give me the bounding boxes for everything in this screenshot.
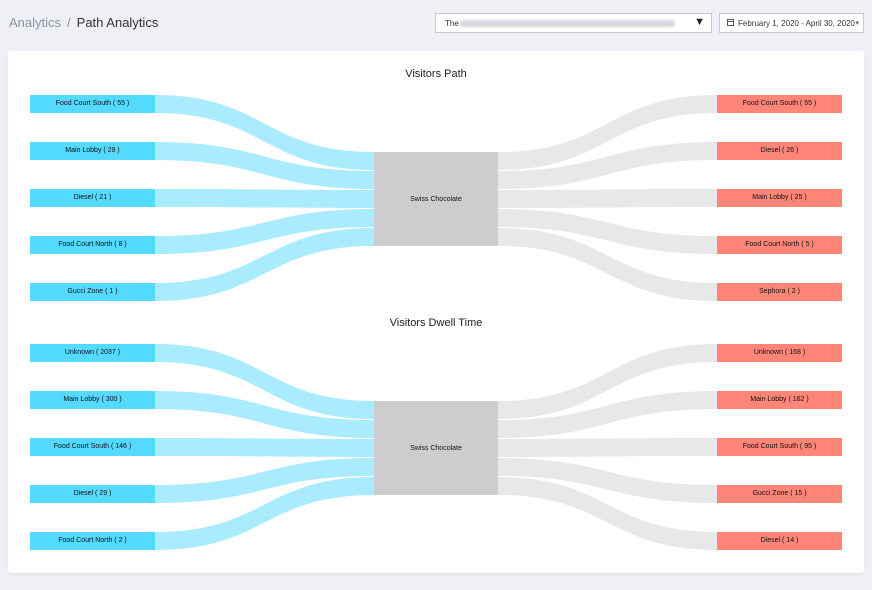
path-analytics-card: Visitors Path Swiss Chocolate Food Court…	[8, 51, 864, 573]
source-link	[155, 228, 374, 301]
path-source-node[interactable]: Main Lobby ( 29 )	[30, 142, 155, 160]
source-link	[155, 477, 374, 550]
target-link	[498, 95, 717, 170]
path-target-node[interactable]: Food Court South ( 55 )	[717, 95, 842, 113]
target-link	[498, 344, 717, 419]
sankey-links	[155, 95, 717, 550]
visitors-path-title: Visitors Path	[405, 68, 467, 80]
target-link	[498, 142, 717, 189]
target-link	[498, 189, 717, 208]
date-range-picker[interactable]: February 1, 2020 - April 30, 2020 ▾	[719, 13, 864, 33]
center-node-label: Swiss Chocolate	[410, 444, 462, 452]
dwell-target-node[interactable]: Gucci Zone ( 15 )	[717, 485, 842, 503]
dwell-source-node[interactable]: Main Lobby ( 300 )	[30, 391, 155, 409]
center-node-label: Swiss Chocolate	[410, 195, 462, 203]
target-link	[498, 438, 717, 457]
dwell-target-node[interactable]: Food Court South ( 95 )	[717, 438, 842, 456]
location-select-prefix: The	[445, 19, 459, 28]
target-link	[498, 477, 717, 550]
path-target-node[interactable]: Diesel ( 26 )	[717, 142, 842, 160]
target-link	[498, 391, 717, 438]
dwell-source-node[interactable]: Unknown ( 2037 )	[30, 344, 155, 362]
target-link	[498, 209, 717, 254]
breadcrumb: Analytics / Path Analytics	[9, 15, 158, 30]
source-link	[155, 95, 374, 170]
source-link	[155, 189, 374, 208]
source-link	[155, 458, 374, 503]
dwell-target-node[interactable]: Diesel ( 14 )	[717, 532, 842, 550]
breadcrumb-separator: /	[67, 15, 71, 30]
path-source-node[interactable]: Food Court South ( 55 )	[30, 95, 155, 113]
path-target-node[interactable]: Sephora ( 2 )	[717, 283, 842, 301]
dwell-source-node[interactable]: Food Court North ( 2 )	[30, 532, 155, 550]
source-link	[155, 391, 374, 438]
visitors-path-center-node[interactable]: Swiss Chocolate	[374, 152, 498, 246]
path-source-node[interactable]: Diesel ( 21 )	[30, 189, 155, 207]
dwell-time-title: Visitors Dwell Time	[389, 317, 483, 329]
page-title: Path Analytics	[76, 15, 159, 30]
breadcrumb-analytics-link[interactable]: Analytics	[9, 15, 62, 30]
source-link	[155, 438, 374, 457]
path-source-node[interactable]: Gucci Zone ( 1 )	[30, 283, 155, 301]
dwell-target-node[interactable]: Main Lobby ( 162 )	[717, 391, 842, 409]
target-link	[498, 458, 717, 503]
dwell-source-node[interactable]: Food Court South ( 146 )	[30, 438, 155, 456]
caret-down-icon: ▾	[855, 20, 859, 27]
date-range-label: February 1, 2020 - April 30, 2020	[738, 19, 855, 28]
path-source-node[interactable]: Food Court North ( 8 )	[30, 236, 155, 254]
location-path-redacted	[460, 20, 675, 27]
dwell-source-node[interactable]: Diesel ( 29 )	[30, 485, 155, 503]
target-link	[498, 228, 717, 301]
dwell-target-node[interactable]: Unknown ( 168 )	[717, 344, 842, 362]
location-select[interactable]: The ▼	[435, 13, 712, 33]
dwell-time-center-node[interactable]: Swiss Chocolate	[374, 401, 498, 495]
path-target-node[interactable]: Food Court North ( 5 )	[717, 236, 842, 254]
source-link	[155, 209, 374, 254]
chevron-down-icon: ▼	[694, 16, 705, 28]
source-link	[155, 142, 374, 189]
path-target-node[interactable]: Main Lobby ( 25 )	[717, 189, 842, 207]
source-link	[155, 344, 374, 419]
calendar-icon	[727, 19, 734, 26]
